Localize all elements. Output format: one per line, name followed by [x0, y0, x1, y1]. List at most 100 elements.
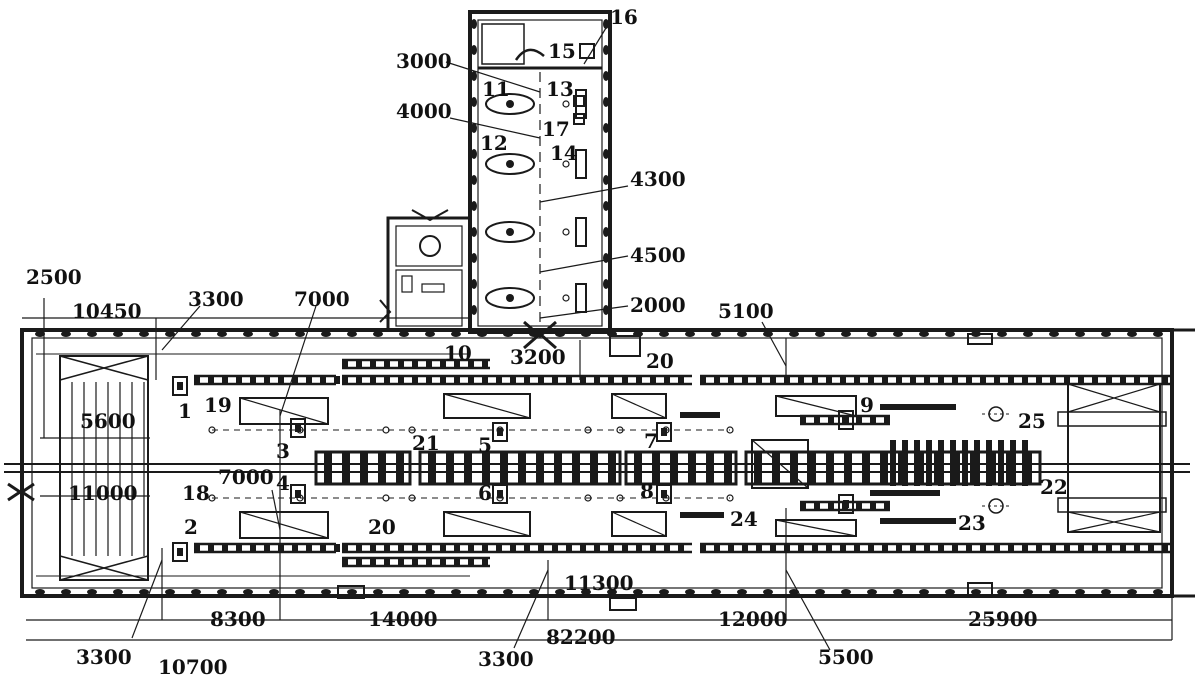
column-mark — [1153, 589, 1163, 595]
workstation-diagonal — [239, 397, 329, 425]
rail-tie — [1050, 544, 1056, 552]
rail-tie — [938, 544, 944, 552]
column-mark — [87, 331, 97, 337]
dim-82200: 82200 — [546, 625, 616, 649]
rail-tie — [594, 376, 600, 384]
item-16: 16 — [610, 5, 638, 29]
rail-tie — [398, 558, 404, 566]
column-mark — [217, 589, 227, 595]
column-mark — [471, 71, 477, 81]
rail-tie — [384, 544, 390, 552]
column-mark — [603, 71, 609, 81]
rail-tie — [440, 558, 446, 566]
rail-tie — [208, 376, 214, 384]
axis-dot — [208, 494, 216, 502]
column-mark — [373, 331, 383, 337]
annex-machines — [485, 43, 595, 313]
column-mark — [841, 331, 851, 337]
rail-tie — [714, 376, 720, 384]
grid-block — [890, 440, 896, 470]
carriage-rib — [844, 452, 852, 484]
rail-tie — [524, 376, 530, 384]
workstation — [443, 393, 531, 419]
workstation-diagonal — [239, 511, 329, 539]
rail-tie — [896, 376, 902, 384]
rail-tie — [194, 544, 200, 552]
rail-tie — [952, 376, 958, 384]
machine-core — [497, 490, 503, 498]
column-mark — [919, 331, 929, 337]
rail-tie — [356, 376, 362, 384]
column-mark — [997, 589, 1007, 595]
column-mark — [471, 253, 477, 263]
rail-tie — [222, 544, 228, 552]
rail-tie — [868, 544, 874, 552]
rail-tie — [700, 544, 706, 552]
carriage-rib — [688, 452, 696, 484]
column-mark — [243, 331, 253, 337]
column-mark — [1049, 589, 1059, 595]
grid-block — [902, 440, 908, 470]
rail-tie — [952, 544, 958, 552]
column-mark — [815, 589, 825, 595]
carriage-rib — [754, 452, 762, 484]
column-mark — [191, 589, 201, 595]
item-17: 17 — [542, 117, 570, 141]
workstation-diagonal — [775, 519, 857, 537]
rail-tie — [924, 376, 930, 384]
machine — [492, 422, 508, 442]
rail-tie — [896, 544, 902, 552]
column-mark — [789, 331, 799, 337]
rail-tie — [306, 376, 312, 384]
rail-tie — [798, 376, 804, 384]
rail-tie — [384, 360, 390, 368]
rail-tie — [800, 502, 806, 510]
column-mark — [243, 589, 253, 595]
rail-tie — [1050, 376, 1056, 384]
dim-4300: 4300 — [630, 167, 686, 191]
dim-7000-mid: 7000 — [218, 465, 274, 489]
column-mark — [1023, 331, 1033, 337]
rail-tie — [770, 376, 776, 384]
column-mark — [471, 279, 477, 289]
column-mark — [1101, 589, 1111, 595]
carriage-rib — [652, 452, 660, 484]
rail-tie — [412, 360, 418, 368]
center-carriage — [624, 450, 738, 486]
rail-tie — [496, 376, 502, 384]
rail-tie — [222, 376, 228, 384]
annex-dot — [562, 228, 570, 236]
item-2: 2 — [184, 515, 198, 539]
rail-tie — [650, 376, 656, 384]
grid-block — [1022, 470, 1028, 486]
rail-tie — [250, 376, 256, 384]
column-mark — [471, 175, 477, 185]
rail-tie — [1036, 544, 1042, 552]
rail-tie — [1162, 544, 1168, 552]
grid-block — [1010, 470, 1016, 486]
rail-tie — [264, 544, 270, 552]
column-mark — [607, 589, 617, 595]
rail-tie — [812, 544, 818, 552]
column-mark — [603, 45, 609, 55]
rail-tie — [826, 376, 832, 384]
column-mark — [165, 331, 175, 337]
item-7: 7 — [644, 429, 658, 453]
column-mark — [893, 331, 903, 337]
bench — [870, 490, 940, 496]
doors — [7, 320, 993, 611]
rail-tie — [412, 558, 418, 566]
rail-tie — [770, 544, 776, 552]
rail-tie — [728, 544, 734, 552]
rail-tie — [924, 544, 930, 552]
carriage-rib — [342, 452, 350, 484]
annex-machine-core — [506, 294, 514, 302]
rail-tie — [1064, 544, 1070, 552]
column-mark — [737, 589, 747, 595]
rail-tie — [756, 544, 762, 552]
machine-core — [661, 490, 667, 498]
machine — [838, 410, 854, 430]
rail-tie — [608, 376, 614, 384]
rail-tie — [342, 360, 348, 368]
grid-block — [1010, 440, 1016, 470]
